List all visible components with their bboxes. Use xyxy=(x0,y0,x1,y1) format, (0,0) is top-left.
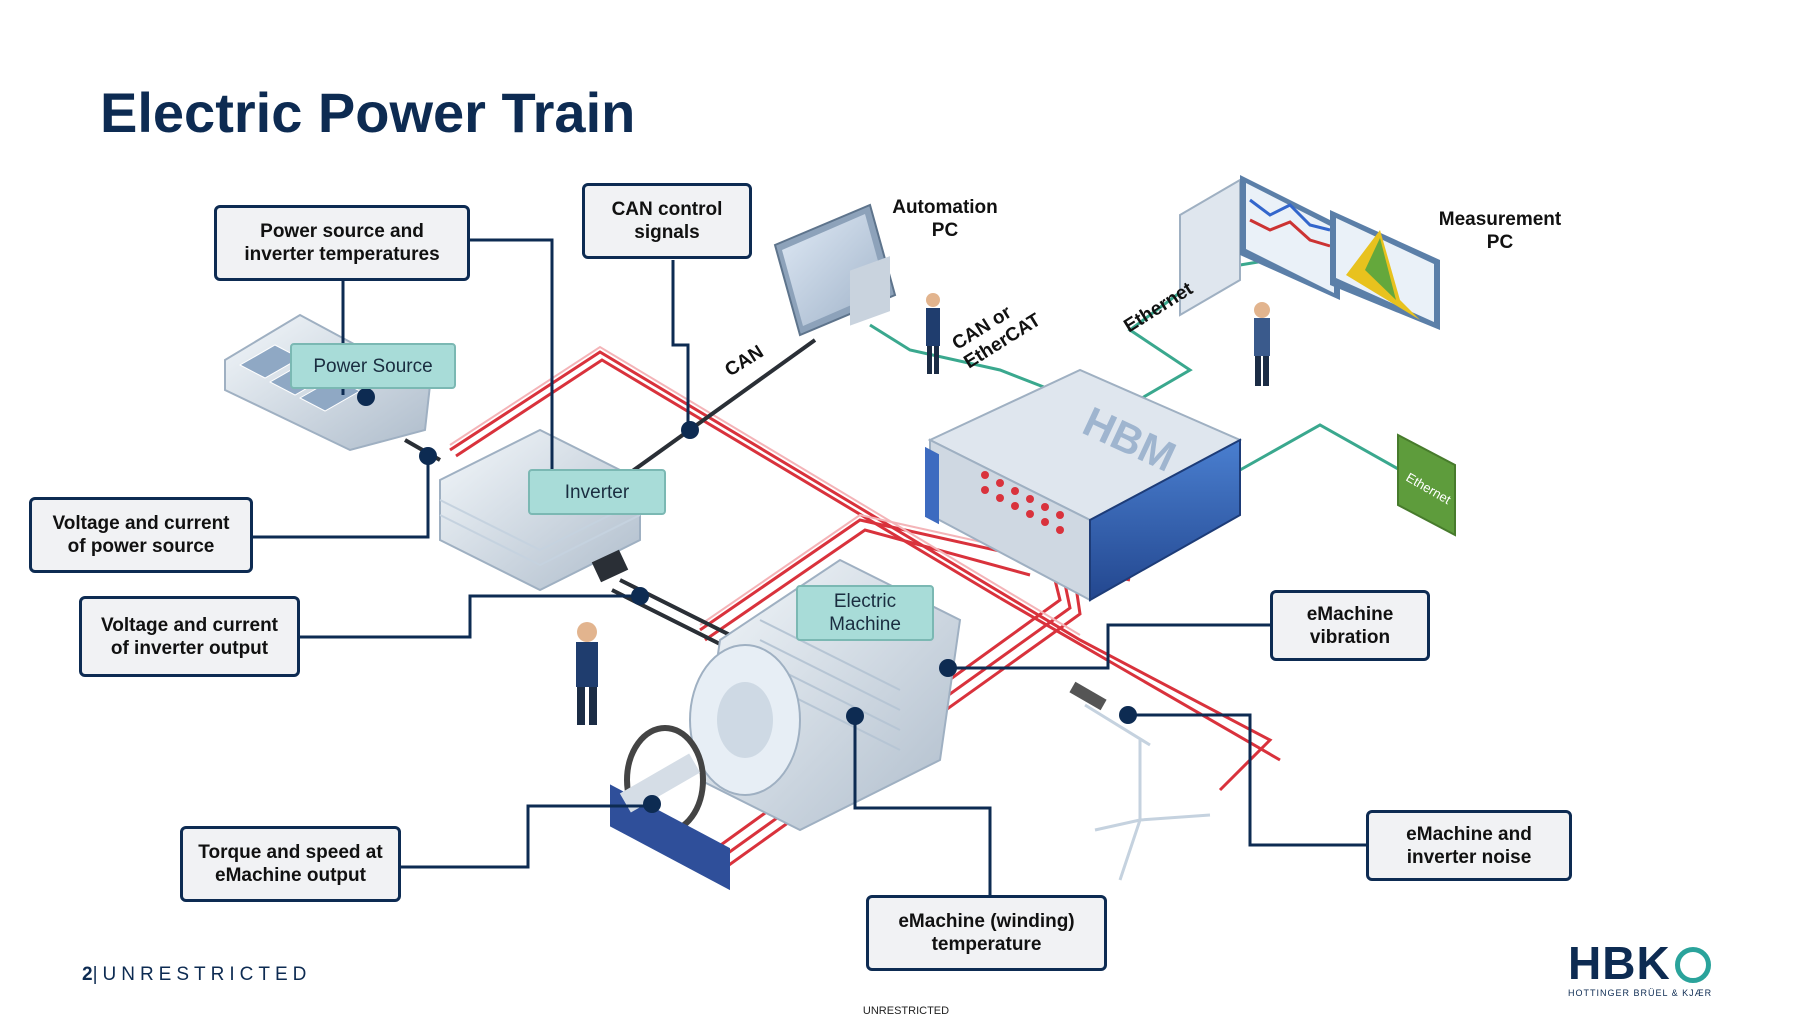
electric-machine-tag: Electric Machine xyxy=(796,585,934,641)
operator-figure-top xyxy=(926,293,940,374)
measurement-points xyxy=(357,388,1137,813)
footer-classification-text: UNRESTRICTED xyxy=(102,964,312,985)
callout-winding-temperature: eMachine (winding) temperature xyxy=(866,895,1107,971)
callout-can-control-signals: CAN control signals xyxy=(582,183,752,259)
hbk-logo: HBK HOTTINGER BRÜEL & KJÆR xyxy=(1568,940,1712,998)
callout-emachine-inverter-noise: eMachine and inverter noise xyxy=(1366,810,1572,881)
inverter-tag: Inverter xyxy=(528,469,666,515)
measurement-pc-label: Measurement PC xyxy=(1438,209,1562,253)
automation-pc-graphic xyxy=(773,203,940,374)
callout-emachine-vibration: eMachine vibration xyxy=(1270,590,1430,661)
hbm-daq-graphic: HBM xyxy=(925,368,1243,602)
automation-pc-label: Automation PC xyxy=(892,197,998,241)
callout-voltage-inverter-output: Voltage and current of inverter output xyxy=(79,596,300,677)
ethernet-badge-graphic: Ethernet xyxy=(1397,433,1456,537)
measurement-pc-graphic xyxy=(1179,175,1440,386)
operator-figure-right xyxy=(1254,302,1270,386)
callout-torque-speed: Torque and speed at eMachine output xyxy=(180,826,401,902)
footer-center-label: UNRESTRICTED xyxy=(862,1005,950,1017)
hbk-logo-text: HBK xyxy=(1568,937,1671,989)
microphone-graphic xyxy=(1069,681,1211,881)
worker-figure xyxy=(576,622,598,725)
callout-voltage-power-source: Voltage and current of power source xyxy=(29,497,253,573)
page-title: Electric Power Train xyxy=(100,81,636,144)
footer-classification: 2|UNRESTRICTED xyxy=(82,964,312,985)
callout-power-source-temperatures: Power source and inverter temperatures xyxy=(214,205,470,281)
power-source-tag: Power Source xyxy=(290,343,456,389)
page-number: 2 xyxy=(82,964,93,985)
leader-lines xyxy=(252,238,1370,898)
globe-icon xyxy=(1674,947,1711,983)
hbk-logo-subtitle: HOTTINGER BRÜEL & KJÆR xyxy=(1568,988,1713,998)
